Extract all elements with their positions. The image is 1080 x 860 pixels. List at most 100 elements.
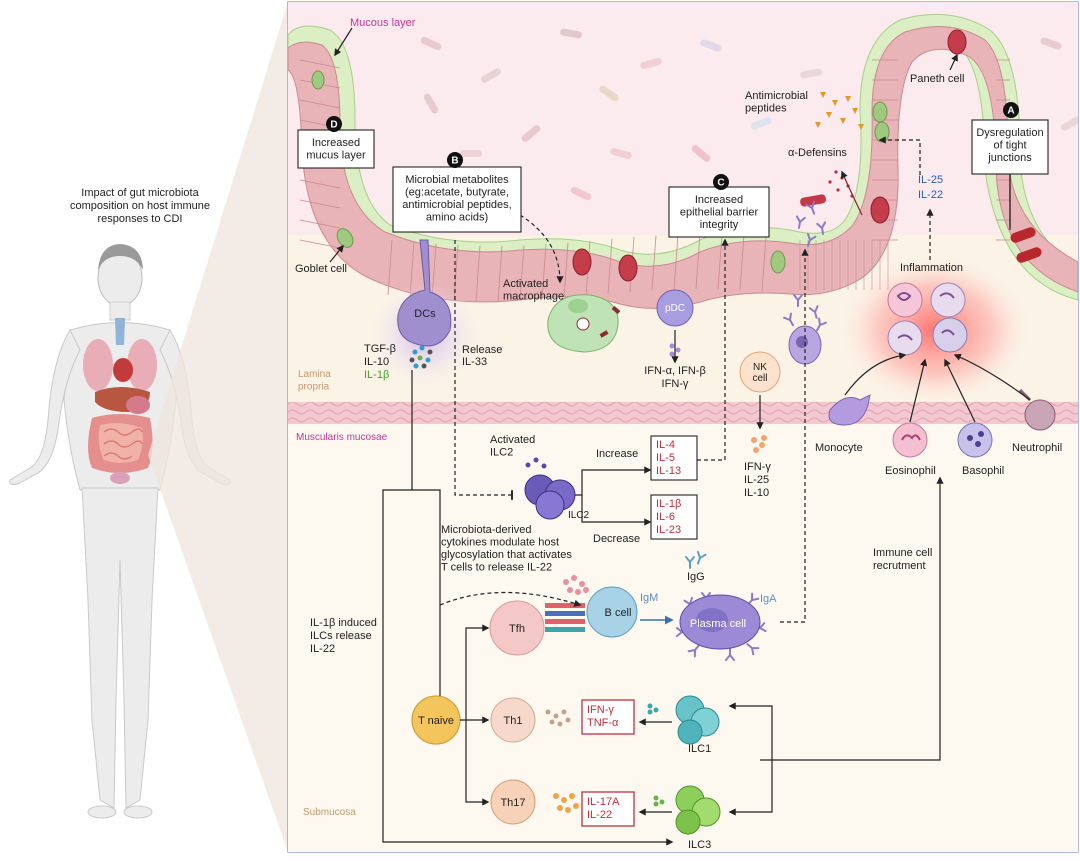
ilc2-cluster bbox=[524, 457, 576, 520]
ilc3-cluster bbox=[653, 785, 721, 835]
box-b-metabolites-badge-letter: B bbox=[451, 156, 458, 167]
activated-macrophage bbox=[547, 294, 621, 353]
defensins-label: α-Defensins bbox=[788, 147, 847, 159]
th17-cell bbox=[490, 779, 536, 825]
heart bbox=[113, 358, 133, 382]
muscularis-band bbox=[288, 402, 1078, 424]
tfh-label: Tfh bbox=[509, 623, 525, 635]
plasma-cell-label: Plasma cell bbox=[690, 618, 746, 630]
ilc3-label: ILC3 bbox=[688, 839, 711, 851]
human-body-figure bbox=[9, 244, 231, 819]
zone-mucous-label: Mucous layer bbox=[350, 17, 416, 29]
box-d-mucus-badge-letter: D bbox=[330, 120, 337, 131]
igm-label: IgM bbox=[640, 592, 658, 604]
increase-label: Increase bbox=[596, 448, 638, 460]
monocyte-cell bbox=[828, 394, 871, 426]
box-b-metabolites-badge bbox=[447, 152, 463, 168]
inflammation-label: Inflammation bbox=[900, 262, 963, 274]
pdc-label: pDC bbox=[665, 303, 685, 314]
th1-label: Th1 bbox=[504, 715, 523, 727]
box-c-barrier-badge-letter: C bbox=[717, 178, 724, 189]
zone-muscularis-label: Muscularis mucosae bbox=[296, 432, 388, 443]
synapse-cytokine-dots bbox=[563, 575, 589, 595]
tfh-b-synapse bbox=[545, 603, 585, 632]
t-naive-label: T naive bbox=[418, 715, 454, 727]
iga-label: IgA bbox=[760, 593, 777, 605]
detail-panel bbox=[287, 1, 1079, 853]
th17-dots bbox=[553, 793, 579, 813]
box-c-barrier-badge bbox=[713, 174, 729, 190]
ilc2-label: ILC2 bbox=[568, 510, 590, 521]
box-a-dysregulation-badge bbox=[1003, 102, 1019, 118]
tfh-cell bbox=[489, 600, 545, 656]
nk-cell bbox=[739, 351, 781, 453]
il25-label: IL-25 bbox=[918, 174, 943, 186]
neutrophil-label: Neutrophil bbox=[1012, 442, 1062, 454]
paneth-cell-label: Paneth cell bbox=[910, 73, 964, 85]
dcs-label: DCs bbox=[414, 308, 436, 320]
basophil-cell bbox=[957, 422, 993, 458]
th1-dots bbox=[545, 709, 571, 727]
igg-label: IgG bbox=[687, 571, 705, 583]
zone-submucosa-label: Submucosa bbox=[303, 807, 356, 818]
box-a-dysregulation-badge-letter: A bbox=[1007, 106, 1014, 117]
plasma-cell bbox=[679, 594, 761, 650]
basophil-label: Basophil bbox=[962, 465, 1004, 477]
eosinophil-label: Eosinophil bbox=[885, 465, 936, 477]
box-d-mucus-badge bbox=[326, 116, 342, 132]
ilc1-cluster bbox=[647, 695, 720, 745]
goblet-cell-label: Goblet cell bbox=[295, 263, 347, 275]
box-b-metabolites-text: Microbial metabolites(eg:acetate, butyra… bbox=[402, 174, 511, 224]
defensin-dots bbox=[828, 170, 863, 216]
dc-cytokine-dots bbox=[409, 345, 433, 369]
paneth-cells bbox=[572, 29, 967, 282]
ilc1-label: ILC1 bbox=[688, 743, 711, 755]
pdc-cell bbox=[656, 289, 694, 357]
il22-upper-label: IL-22 bbox=[918, 189, 943, 201]
pathway-arrows bbox=[329, 27, 1031, 846]
b-cell bbox=[586, 586, 638, 638]
th1-cell bbox=[490, 697, 536, 743]
goblet-cells bbox=[311, 70, 890, 274]
th17-label: Th17 bbox=[500, 797, 525, 809]
c-difficile-bacteria bbox=[800, 194, 1042, 263]
lung-left bbox=[83, 339, 113, 391]
monocyte-label: Monocyte bbox=[815, 442, 863, 454]
zoom-wedge bbox=[148, 2, 288, 852]
lumen-bacteria bbox=[420, 28, 1078, 201]
lung-right bbox=[127, 339, 157, 391]
b-cell-label: B cell bbox=[605, 607, 632, 619]
dendritic-cell bbox=[397, 239, 452, 347]
eosinophil-cell bbox=[892, 422, 928, 458]
box-b-metabolites: B Microbial metabolites(eg:acetate, butyr… bbox=[392, 152, 522, 233]
